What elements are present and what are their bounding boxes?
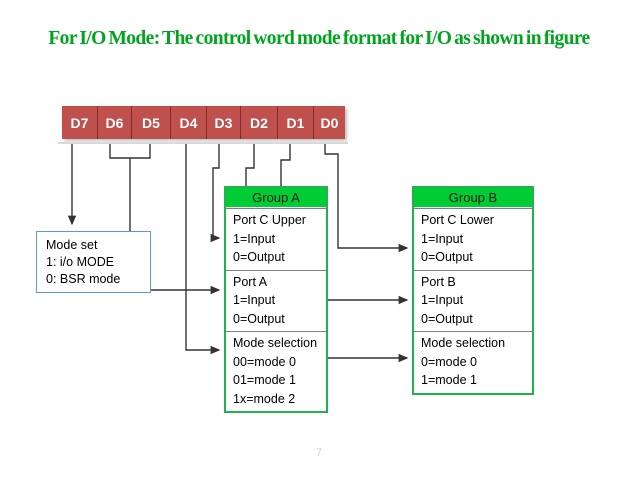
wire-d0-portclower xyxy=(324,144,409,253)
group-b-port-b-line-1: 1=Input xyxy=(421,293,464,307)
mode-set-line-2: 1: i/o MODE xyxy=(46,255,115,269)
control-word-bit-row: D7 D6 D5 D4 D3 D2 D1 D0 xyxy=(62,106,345,139)
page-title: For I/O Mode: The control word mode form… xyxy=(48,28,590,49)
bit-cell-d4[interactable]: D4 xyxy=(171,106,207,139)
group-b-section-port-b: Port B 1=Input 0=Output xyxy=(414,269,532,332)
group-a-box: Group A Port C Upper 1=Input 0=Output Po… xyxy=(224,186,328,413)
bit-cell-d5[interactable]: D5 xyxy=(132,106,171,139)
group-b-section-port-c-lower: Port C Lower 1=Input 0=Output xyxy=(414,208,532,270)
group-b-port-c-lower-line-1: 1=Input xyxy=(421,231,464,246)
group-a-header: Group A xyxy=(226,188,326,208)
group-a-port-a-title: Port A xyxy=(233,274,268,289)
group-b-port-c-lower-line-2: 0=Output xyxy=(421,250,473,264)
wire-d4-modesel-a xyxy=(185,144,221,355)
group-b-box: Group B Port C Lower 1=Input 0=Output Po… xyxy=(412,186,534,395)
group-b-port-b-line-2: 0=Output xyxy=(421,311,473,326)
bit-cell-d0[interactable]: D0 xyxy=(314,106,345,139)
bit-cell-d3[interactable]: D3 xyxy=(207,106,241,139)
group-b-mode-selection-line-2: 1=mode 1 xyxy=(421,373,477,387)
wire-d3-portcupper xyxy=(210,144,221,243)
group-b-mode-selection-title: Mode selection xyxy=(421,336,506,350)
group-b-section-mode-selection: Mode selection 0=mode 0 1=mode 1 xyxy=(414,331,532,393)
group-b-header: Group B xyxy=(414,188,532,208)
group-a-mode-selection-line-3: 1x=mode 2 xyxy=(233,391,296,406)
group-a-mode-selection-line-1: 00=mode 0 xyxy=(233,354,296,369)
page-number: 7 xyxy=(315,447,323,459)
group-a-mode-selection-line-2: 01=mode 1 xyxy=(233,373,296,387)
group-a-section-port-a: Port A 1=Input 0=Output xyxy=(226,269,326,332)
bit-cell-d1[interactable]: D1 xyxy=(278,106,314,139)
group-a-port-a-line-1: 1=Input xyxy=(233,293,276,307)
group-a-port-a-line-2: 0=Output xyxy=(233,311,285,326)
mode-set-line-1: Mode set xyxy=(46,238,98,252)
group-a-section-mode-selection: Mode selection 00=mode 0 01=mode 1 1x=mo… xyxy=(226,331,326,411)
group-a-mode-selection-title: Mode selection xyxy=(233,336,318,350)
group-b-port-c-lower-title: Port C Lower xyxy=(421,213,494,227)
group-a-port-c-upper-title: Port C Upper xyxy=(233,213,306,227)
mode-set-box: Mode set 1: i/o MODE 0: BSR mode xyxy=(36,231,151,293)
bit-row-baseline xyxy=(58,142,348,144)
group-a-port-c-upper-line-2: 0=Output xyxy=(233,250,285,264)
group-a-section-port-c-upper: Port C Upper 1=Input 0=Output xyxy=(226,208,326,270)
group-b-mode-selection-line-1: 0=mode 0 xyxy=(421,354,477,369)
bit-cell-d2[interactable]: D2 xyxy=(241,106,278,139)
bit-cell-d7[interactable]: D7 xyxy=(62,106,98,139)
wire-d6-d5-bridge xyxy=(109,144,151,159)
group-a-port-c-upper-line-1: 1=Input xyxy=(233,231,276,246)
bit-cell-d6[interactable]: D6 xyxy=(98,106,132,139)
mode-set-line-3: 0: BSR mode xyxy=(46,272,121,286)
group-b-port-b-title: Port B xyxy=(421,274,456,289)
